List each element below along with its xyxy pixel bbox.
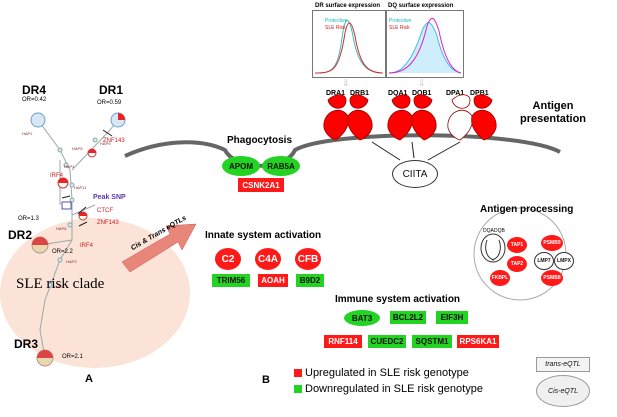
node-tap1: TAP1 bbox=[507, 237, 527, 253]
mhc-dq bbox=[387, 94, 437, 141]
legend-down-text: Downregulated in SLE risk genotype bbox=[305, 383, 483, 395]
label-dqa: DQA bbox=[483, 228, 494, 234]
gene-irf4-a: IRF4 bbox=[50, 173, 64, 179]
node-cuedc2: CUEDC2 bbox=[368, 335, 406, 348]
panel-a-label: A bbox=[85, 373, 93, 385]
immune-title: Immune system activation bbox=[335, 294, 461, 305]
arrow-dq-down: ⇩ bbox=[418, 78, 426, 88]
haplotype-pie-nodes bbox=[30, 112, 126, 367]
dr4-label: DR4 bbox=[22, 83, 47, 97]
dq-legend-protective: Protective bbox=[389, 18, 412, 24]
clade-label: SLE risk clade bbox=[16, 276, 105, 292]
node-b9d2: B9D2 bbox=[296, 274, 324, 287]
svg-text:HAP1: HAP1 bbox=[22, 131, 33, 136]
node-c4a: C4A bbox=[255, 248, 281, 270]
node-c2: C2 bbox=[215, 248, 241, 270]
panel-b-label: B bbox=[262, 374, 270, 386]
node-sqstm1: SQSTM1 bbox=[412, 335, 452, 348]
phagocytosis-label: Phagocytosis bbox=[227, 135, 293, 146]
dr-legend-protective: Protective bbox=[325, 18, 348, 24]
dr-legend-sle: SLE Risk bbox=[325, 25, 346, 31]
node-psmb8: PSMB8 bbox=[541, 270, 563, 286]
gene-irf4-b: IRF4 bbox=[80, 243, 94, 249]
svg-text:HAP8: HAP8 bbox=[56, 226, 67, 231]
node-cfb: CFB bbox=[295, 248, 321, 270]
node-rnf114: RNF114 bbox=[324, 335, 362, 348]
node-bat3: BAT3 bbox=[344, 310, 380, 326]
legend-trans-eqtl: trans-eQTL bbox=[536, 357, 590, 372]
mol-dqb1: DQB1 bbox=[412, 90, 432, 97]
node-rps6ka1: RPS6KA1 bbox=[457, 335, 499, 348]
node-fkbpl: FKBPL bbox=[490, 270, 510, 286]
dr3-label: DR3 bbox=[14, 337, 39, 351]
peak-snp-label: Peak SNP bbox=[93, 194, 126, 201]
mol-dpb1: DPB1 bbox=[470, 90, 489, 97]
node-trim56: TRIM56 bbox=[212, 274, 250, 287]
arrow-dr-down: ⇩ bbox=[342, 78, 350, 88]
mol-dqa1: DQA1 bbox=[388, 90, 408, 97]
mol-dpa1: DPA1 bbox=[446, 90, 465, 97]
dr2-label: DR2 bbox=[8, 228, 33, 242]
svg-text:HAP11: HAP11 bbox=[74, 185, 87, 190]
dr1-label: DR1 bbox=[99, 83, 124, 97]
legend-cis-eqtl: Cis-eQTL bbox=[536, 375, 590, 407]
gene-ctcf: CTCF bbox=[97, 208, 113, 214]
mol-drb1: DRB1 bbox=[350, 90, 370, 97]
cis-trans-arrow bbox=[121, 223, 197, 273]
node-csnk2a1: CSNK2A1 bbox=[238, 178, 284, 192]
svg-text:HAP2: HAP2 bbox=[54, 284, 65, 289]
node-psmb9: PSMB9 bbox=[541, 235, 563, 251]
dq-histogram-title: DQ surface expression bbox=[388, 3, 454, 9]
node-bcl2l2: BCL2L2 bbox=[390, 311, 426, 324]
svg-text:HAP5: HAP5 bbox=[72, 146, 83, 151]
dr3-or: OR=2.1 bbox=[62, 354, 83, 360]
dr1-or: OR=0.59 bbox=[97, 100, 122, 106]
node-ciita: CIITA bbox=[392, 160, 438, 188]
dr2-or: OR=2.2 bbox=[52, 249, 73, 255]
svg-text:HAP4: HAP4 bbox=[64, 164, 75, 169]
svg-text:HAP3: HAP3 bbox=[66, 259, 77, 264]
dr-histogram-title: DR surface expression bbox=[315, 3, 381, 9]
node-rab5a: RAB5A bbox=[262, 156, 300, 176]
legend-down-swatch bbox=[294, 385, 302, 393]
dr-histogram bbox=[312, 10, 386, 78]
antigen-processing-label: Antigen processing bbox=[480, 204, 574, 215]
label-dqb: DQB bbox=[494, 228, 505, 234]
svg-text:HAP9: HAP9 bbox=[100, 141, 111, 146]
mhc-dp bbox=[447, 94, 497, 141]
gene-znf143-a: ZNF143 bbox=[103, 138, 125, 144]
node-aoah: AOAH bbox=[258, 274, 288, 287]
node-apom: APOM bbox=[222, 156, 260, 176]
gene-znf143-b: ZNF143 bbox=[97, 220, 119, 226]
mol-dra1: DRA1 bbox=[326, 90, 346, 97]
innate-title: Innate system activation bbox=[205, 230, 322, 241]
mhc-dr bbox=[323, 94, 373, 141]
legend-up-swatch bbox=[294, 369, 302, 377]
dq-histogram bbox=[386, 10, 464, 78]
or-small: OR=1.3 bbox=[18, 216, 39, 222]
legend-up-text: Upregulated in SLE risk genotype bbox=[305, 367, 469, 379]
dq-legend-sle: SLE Risk bbox=[389, 25, 410, 31]
node-lmpx: LMPX bbox=[554, 252, 574, 270]
node-eif3h: EIF3H bbox=[436, 311, 468, 324]
node-tap2: TAP2 bbox=[507, 256, 527, 272]
antigen-presentation-label: Antigen presentation bbox=[520, 100, 587, 125]
dr4-or: OR=0.42 bbox=[22, 97, 47, 103]
node-lmp7: LMP7 bbox=[534, 252, 554, 270]
